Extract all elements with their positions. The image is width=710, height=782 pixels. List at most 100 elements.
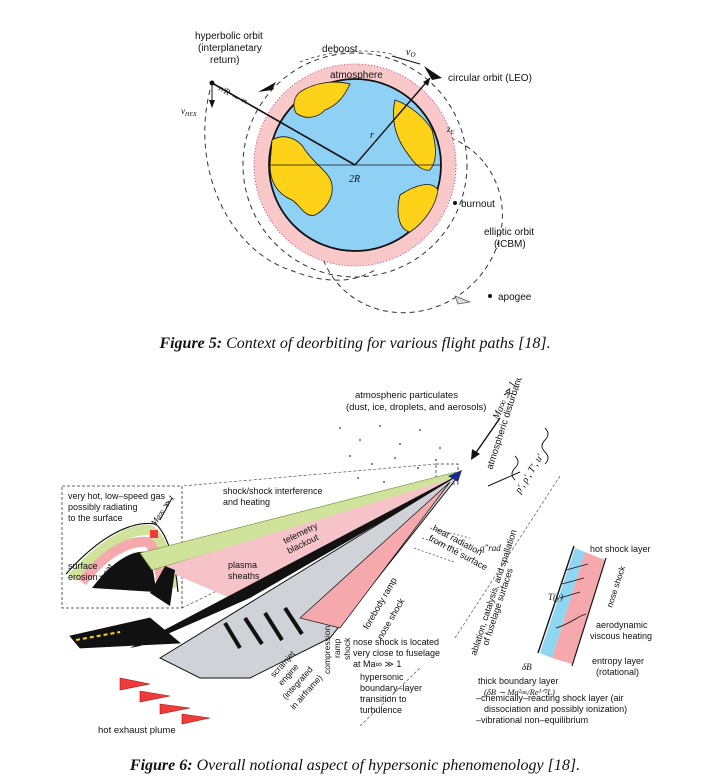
vhex-arrowhead <box>209 100 215 108</box>
label-hyperbolic-2: (interplanetary <box>198 43 262 54</box>
label-chemical-1: –chemically–reacting shock layer (air <box>476 693 624 703</box>
label-exhaust-plume: hot exhaust plume <box>98 725 176 736</box>
label-nose-loc-1: nose shock is located <box>353 637 439 647</box>
label-circular-orbit: circular orbit (LEO) <box>448 73 532 84</box>
label-apogee: apogee <box>498 292 532 303</box>
label-thick-bl-1: thick boundary layer <box>478 676 559 686</box>
v0-arrow <box>391 55 421 65</box>
label-compression-3: shock <box>342 637 352 660</box>
freestream-arrow <box>474 417 501 455</box>
scramjet-inlet-stripes <box>223 606 304 650</box>
figure-6-caption: Figure 6: Overall notional aspect of hyp… <box>0 757 710 775</box>
label-compression-1: compression <box>322 626 332 674</box>
detail-profile-arrows <box>559 563 589 599</box>
inset-heat-arrow <box>107 563 125 587</box>
label-compression-2: ramp <box>332 638 342 658</box>
disturbance-arrow <box>487 471 521 487</box>
label-hyperbolic-3: return) <box>210 55 239 66</box>
label-particulates-2: (dust, ice, droplets, and aerosols) <box>346 402 486 413</box>
continent-west <box>269 136 333 216</box>
vehicle-hot-layer <box>160 478 454 598</box>
vehicle-tail-fin <box>150 566 175 606</box>
continent-north <box>293 81 351 118</box>
elliptic-orbit-path <box>317 130 503 314</box>
label-veryhot-1: very hot, low–speed gas <box>68 491 166 501</box>
inset-body <box>92 551 156 592</box>
detail-dashed-guide-1 <box>454 475 561 639</box>
label-nose-shock-right: nose shock <box>604 564 627 609</box>
label-ze: zE <box>446 124 455 136</box>
label-q-rad: q″rad <box>480 543 501 553</box>
leo-vehicle-icon <box>424 66 442 80</box>
deboost-vehicle-icon <box>258 82 276 92</box>
label-thick-bl-2: (δB ∼ Ma²∞/Re¹ᐟ²L) <box>484 687 555 697</box>
continent-south <box>397 184 439 233</box>
freestream-arrowhead <box>471 449 480 460</box>
apogee-vehicle-icon <box>454 295 472 305</box>
figure-5-diagram: hyperbolic orbit (interplanetary return)… <box>181 31 534 314</box>
label-deboost: deboost <box>322 44 358 55</box>
heat-radiation-dashes <box>413 527 471 563</box>
label-chemical-2: dissociation and possibly ionization) <box>484 704 627 714</box>
detail-boundary-layer <box>540 548 585 658</box>
label-veryhot-3: to the surface <box>68 513 123 523</box>
radius-line <box>354 77 431 166</box>
disturbance-wave-2 <box>511 455 519 481</box>
label-surface-2: erosion <box>68 572 98 582</box>
label-plasma-2: sheaths <box>228 571 260 581</box>
vehicle-fuselage-upper <box>130 474 460 648</box>
label-r: r <box>370 130 374 141</box>
detail-hot-shock-layer <box>552 552 605 664</box>
label-nose-loc-3: at Ma∞ ≫ 1 <box>353 659 401 669</box>
label-nose-loc-2: very close to fuselage <box>353 648 440 658</box>
label-p-rho: p′, ρ′, T′, u′ <box>513 452 547 497</box>
label-hypersonic-1: hypersonic <box>360 672 404 682</box>
radius-arrowhead <box>423 78 430 86</box>
label-delta-b: δB <box>522 662 532 672</box>
label-2r: 2R <box>349 174 360 185</box>
vhex-origin-dot <box>209 80 215 86</box>
inset-freestream-arrow <box>159 497 173 521</box>
label-vhex: vHEX <box>181 106 197 118</box>
exhaust-plume <box>119 677 211 725</box>
zoom-line-1 <box>181 463 437 487</box>
label-v0: vO <box>406 47 416 59</box>
disturbance-wave-1 <box>541 427 549 465</box>
deboost-arc <box>299 50 396 63</box>
label-entropy-2: (rotational) <box>596 667 639 677</box>
label-r-over-r: r/R → ∞ <box>217 83 249 107</box>
figure-6-diagram: atmospheric particulates (dust, ice, dro… <box>61 378 652 736</box>
detail-wall-line <box>537 545 575 654</box>
label-hypersonic-4: turbulence <box>360 705 402 715</box>
vehicle-nose-icon <box>448 470 462 482</box>
figure-5-number: Figure 5: <box>159 335 223 352</box>
apogee-dot <box>488 294 492 298</box>
hyperbolic-orbit-path <box>204 89 376 281</box>
vehicle-wing <box>69 617 182 649</box>
label-hyperbolic-1: hyperbolic orbit <box>195 31 263 42</box>
label-veryhot-2: possibly radiating <box>68 502 138 512</box>
label-elliptic-1: elliptic orbit <box>484 227 534 238</box>
circular-orbit-path <box>242 52 468 278</box>
vehicle-forebody-ramp <box>299 481 451 629</box>
detail-temperature-profile <box>555 613 587 629</box>
vehicle-fuselage-lower <box>158 473 461 679</box>
label-surface-1: surface <box>68 561 98 571</box>
inset-hotspot <box>150 530 158 538</box>
label-shock-interference-1: shock/shock interference <box>223 486 323 496</box>
label-burnout: burnout <box>461 199 495 210</box>
figure-6-caption-text: Overall notional aspect of hypersonic ph… <box>192 757 581 774</box>
label-hot-shock-layer: hot shock layer <box>590 544 651 554</box>
burnout-dot <box>453 201 457 205</box>
wing-warning-stripe <box>75 631 121 641</box>
label-plasma-1: plasma <box>228 560 257 570</box>
figure-5-caption-text: Context of deorbiting for various flight… <box>222 335 551 352</box>
label-shock-interference-2: and heating <box>223 497 270 507</box>
label-hypersonic-3: transition to <box>360 694 407 704</box>
figure-6-number: Figure 6: <box>129 757 193 774</box>
label-aerodynamic-2: viscous heating <box>590 631 652 641</box>
detail-dashed-guide-2 <box>359 667 421 727</box>
figure-5-caption: Figure 5: Context of deorbiting for vari… <box>0 335 710 353</box>
label-chemical-3: –vibrational non–equilibrium <box>476 715 588 725</box>
label-aerodynamic-1: aerodynamic <box>596 620 648 630</box>
